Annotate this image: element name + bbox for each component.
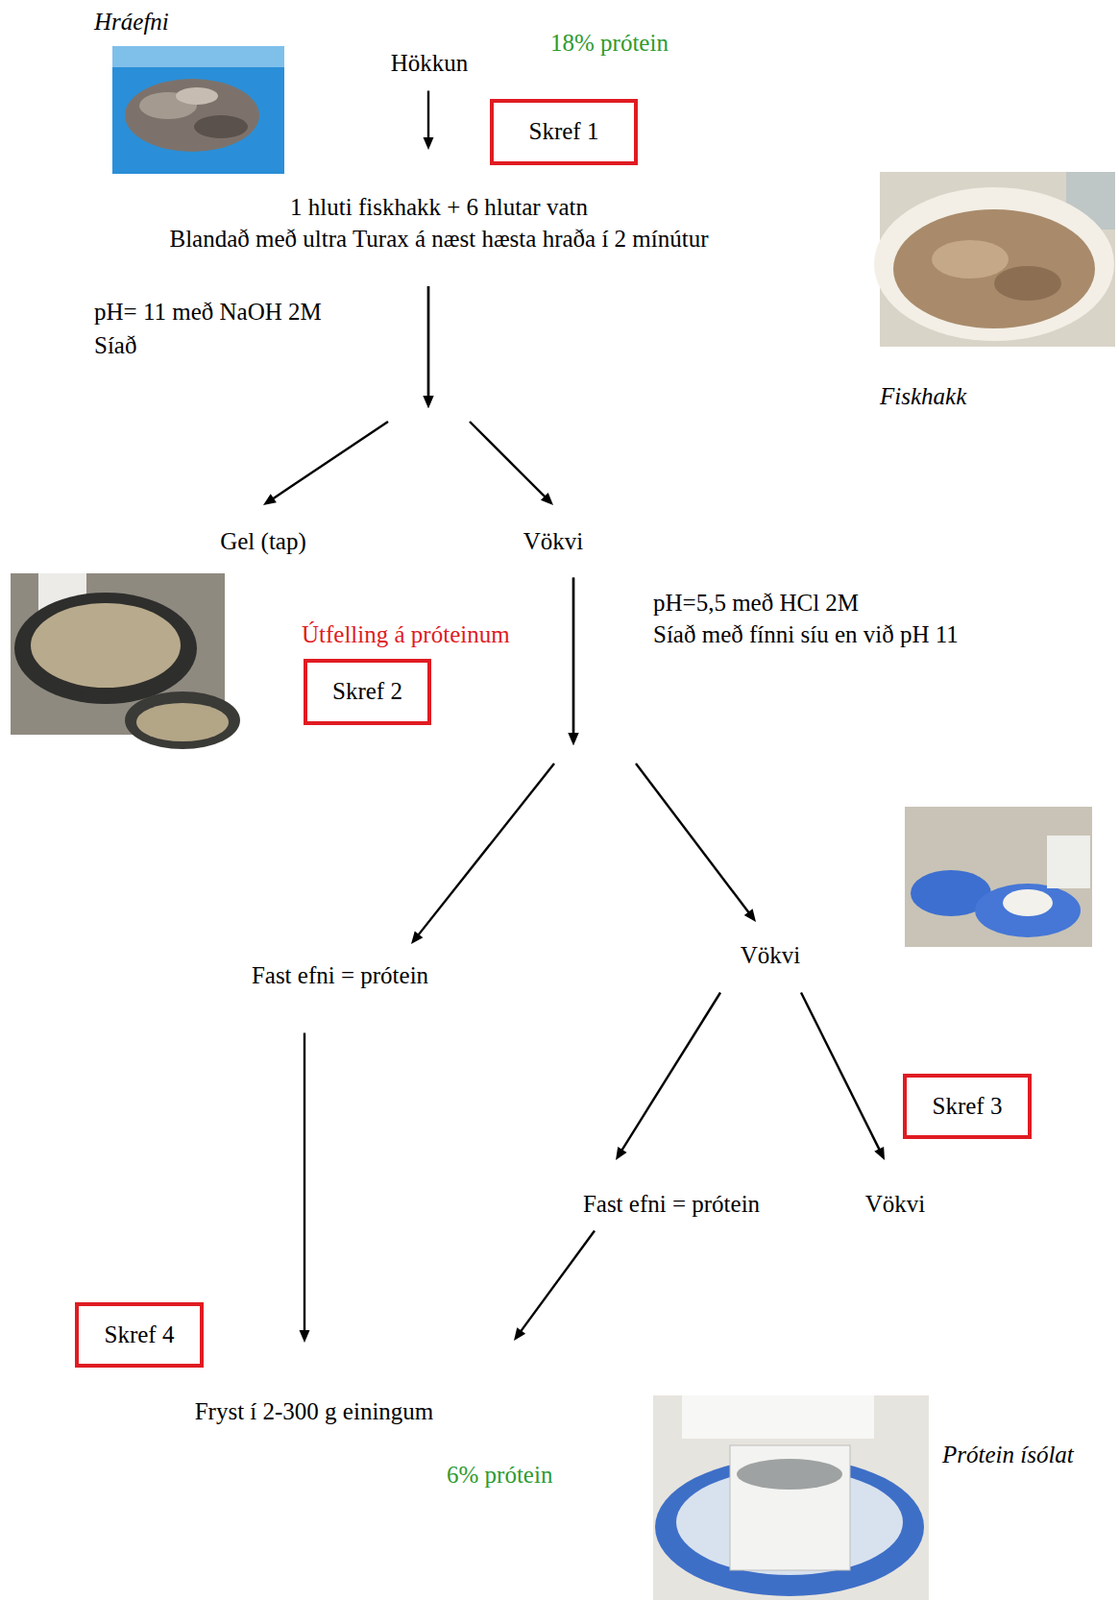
photo-bag: [1046, 835, 1091, 889]
step-box: Skref 4: [74, 1302, 204, 1368]
step-label: Skref 3: [932, 1091, 1003, 1123]
photo-bag-edge: [112, 46, 285, 68]
step-condition: Síað með fínni síu en við pH 11: [653, 620, 959, 650]
process-step: Vökvi: [861, 1189, 930, 1221]
photo-liquid: [30, 603, 181, 688]
arrow-head: [568, 732, 580, 746]
photo-caption: Prótein ísólat: [942, 1440, 1074, 1470]
arrow-line: [427, 286, 430, 398]
step-label: Skref 4: [104, 1319, 175, 1352]
photo-mince: [893, 209, 1095, 329]
arrow-line: [303, 1033, 306, 1334]
photo-background: [904, 806, 1093, 948]
photo-mince: [994, 266, 1062, 301]
process-step: Fryst í 2-300 g einingum: [191, 1396, 438, 1429]
arrow-head: [540, 492, 554, 506]
arrow-line: [469, 421, 546, 498]
step-note: Útfelling á próteinum: [301, 620, 511, 650]
photo-fish: [175, 87, 219, 105]
step-text: Fryst í 2-300 g einingum: [194, 1396, 435, 1429]
arrow-line: [520, 1231, 595, 1334]
step-text: Blandað með ultra Turax á næst hæsta hra…: [169, 223, 708, 256]
arrow-line: [635, 763, 750, 914]
protein-content: 18% prótein: [550, 28, 669, 58]
arrow-line: [427, 286, 430, 398]
arrow-head: [423, 395, 435, 409]
arrow-head: [411, 930, 423, 945]
photo-isolate: [736, 1459, 843, 1490]
step-text: Gel (tap): [219, 526, 307, 559]
step-text: Vökvi: [865, 1189, 926, 1221]
arrow-head: [263, 493, 277, 506]
step-box: Skref 3: [902, 1073, 1032, 1140]
arrow-line: [271, 421, 389, 500]
arrow-line: [621, 993, 721, 1152]
filtering-photo: [10, 573, 241, 750]
arrow-head: [513, 1327, 526, 1341]
step-label: Skref 1: [529, 116, 600, 148]
process-step: 1 hluti fiskhakk + 6 hlutar vatnBlandað …: [165, 192, 712, 255]
photo-background: [653, 1395, 929, 1600]
step-condition: Síað: [94, 331, 137, 361]
settling-photo: [904, 806, 1093, 948]
minced-fish-photo: [874, 171, 1116, 347]
raw-material-photo: [112, 46, 285, 174]
arrow-head: [874, 1146, 885, 1161]
step-box: Skref 1: [489, 98, 638, 166]
photo-tub: [974, 883, 1081, 938]
process-step: Vökvi: [736, 940, 805, 973]
arrow-head: [568, 732, 580, 746]
step-text: Fast efni = prótein: [583, 1189, 760, 1221]
step-condition: pH=5,5 með HCl 2M: [653, 588, 859, 618]
process-step: Gel (tap): [216, 526, 311, 559]
photo-bag: [112, 46, 285, 174]
photo-liquid: [136, 703, 229, 742]
photo-pail: [729, 1445, 851, 1571]
photo-fish: [124, 78, 260, 152]
process-step: Hökkun: [387, 48, 473, 80]
arrow-head: [423, 395, 435, 409]
process-step: Vökvi: [519, 526, 588, 559]
flow-arrow: [513, 1231, 595, 1342]
arrow-line: [417, 763, 555, 936]
flow-arrow: [299, 1033, 311, 1344]
arrow-line: [427, 91, 430, 141]
step-box: Skref 2: [303, 658, 432, 726]
flow-arrow: [615, 993, 721, 1162]
protein-isolate-photo: [653, 1395, 929, 1600]
step-text: 1 hluti fiskhakk + 6 hlutar vatn: [169, 192, 708, 224]
protein-content: 6% prótein: [446, 1460, 553, 1490]
step-text: Hökkun: [390, 48, 469, 80]
arrow-head: [423, 137, 435, 150]
flow-arrow: [801, 993, 885, 1162]
arrow-line: [572, 578, 575, 736]
flow-arrow: [423, 286, 555, 506]
arrow-line: [801, 993, 880, 1152]
step-text: Vökvi: [523, 526, 584, 559]
process-step: Fast efni = prótein: [247, 960, 433, 993]
photo-bowl: [874, 187, 1115, 341]
arrow-head: [299, 1330, 311, 1343]
photo-sieve: [124, 691, 241, 750]
step-condition: pH= 11 með NaOH 2M: [94, 297, 322, 327]
photo-caption: Fiskhakk: [879, 382, 967, 412]
photo-caption: Hráefni: [94, 7, 170, 37]
arrow-head: [615, 1146, 628, 1161]
step-text: Fast efni = prótein: [251, 960, 429, 993]
arrow-head: [744, 908, 756, 923]
photo-fish: [194, 115, 248, 139]
step-text: Vökvi: [740, 940, 802, 973]
photo-pail: [1002, 889, 1053, 917]
step-label: Skref 2: [332, 676, 403, 708]
process-step: Fast efni = prótein: [579, 1189, 764, 1221]
photo-sieve: [14, 592, 197, 705]
flow-arrow: [423, 91, 435, 151]
arrow-line: [572, 578, 575, 736]
photo-mince: [931, 240, 1009, 279]
photo-box: [681, 1395, 875, 1439]
